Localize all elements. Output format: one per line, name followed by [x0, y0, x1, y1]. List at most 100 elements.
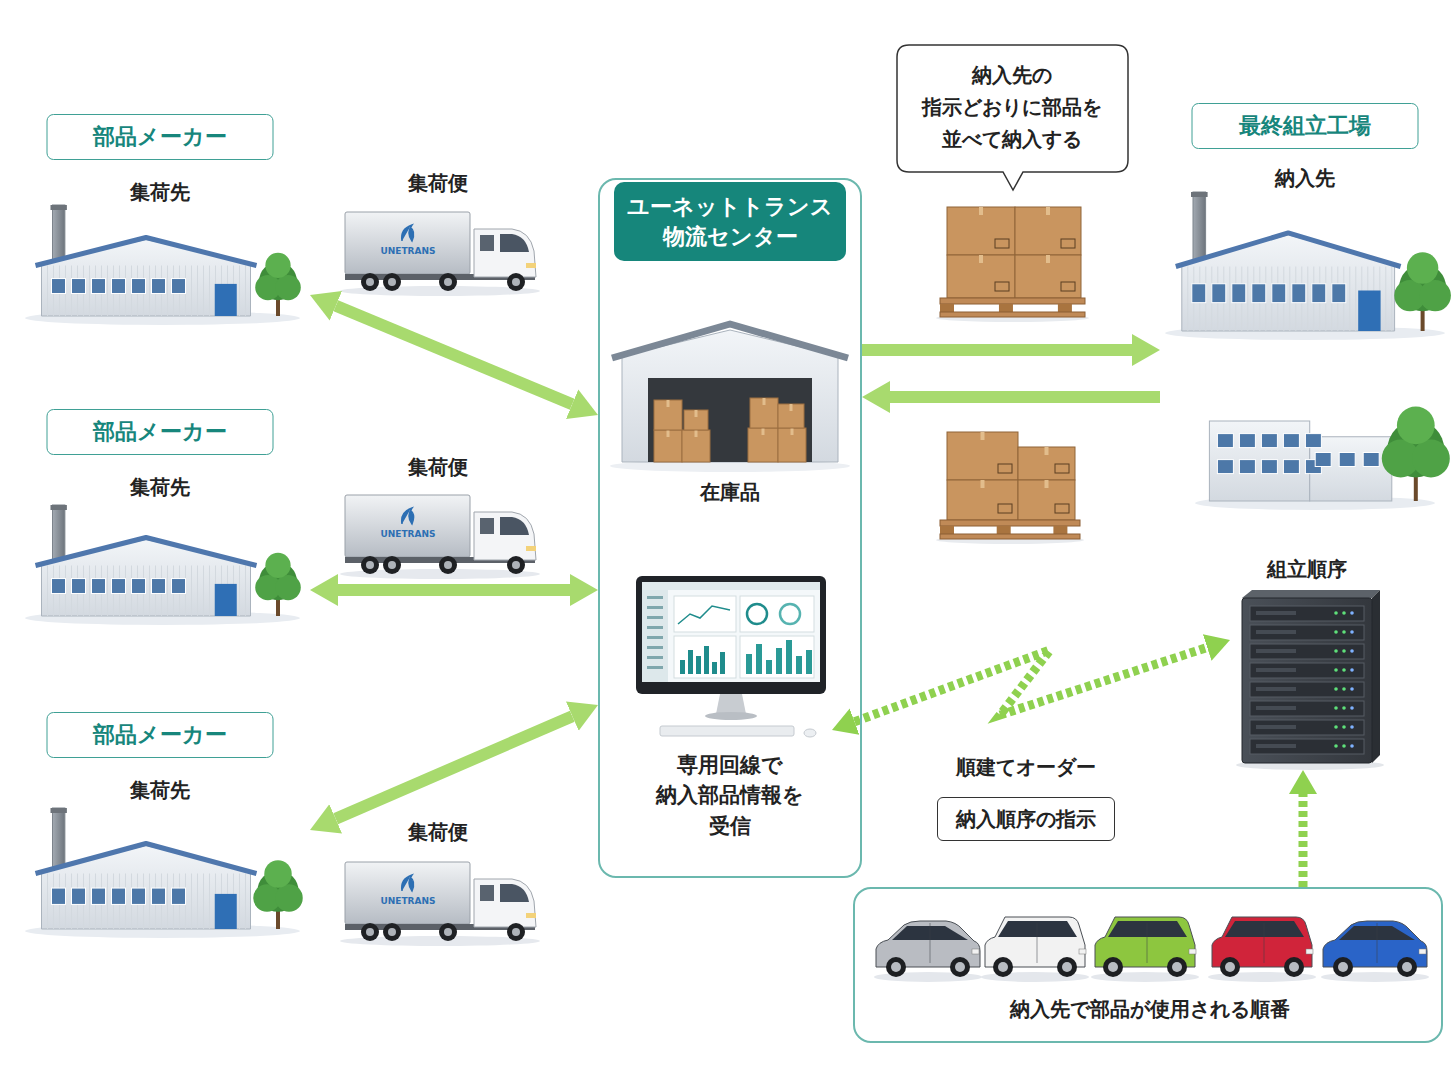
illustration-part — [47, 874, 48, 930]
illustration-part — [1256, 687, 1296, 691]
illustration-part — [1349, 267, 1350, 332]
illustration-part — [1250, 701, 1364, 716]
illustration-part — [191, 566, 192, 617]
illustration-part — [947, 480, 1018, 520]
illustration-part — [1332, 284, 1346, 303]
illustration-part — [647, 646, 663, 649]
illustration-part — [132, 279, 146, 294]
illustration-part — [1015, 255, 1081, 298]
illustration-part — [500, 234, 529, 252]
illustration-part — [786, 640, 792, 674]
heading-tag: 部品メーカー — [47, 409, 274, 455]
factory-illustration — [25, 205, 301, 325]
illustration-part — [762, 428, 765, 435]
illustration-part — [1103, 957, 1123, 977]
connector-arrow — [336, 306, 572, 404]
illustration-part — [740, 596, 814, 632]
illustration-part — [92, 279, 106, 294]
pallet-illustration — [936, 432, 1084, 544]
illustration-part — [197, 874, 198, 930]
connector-arrow — [338, 584, 570, 596]
illustration-part — [1250, 606, 1364, 621]
illustration-part — [1333, 957, 1353, 977]
illustration-part — [1350, 706, 1354, 710]
car-illustration — [1208, 917, 1316, 982]
illustration-part — [660, 726, 794, 736]
illustration-part — [748, 428, 778, 462]
illustration-part — [1256, 611, 1296, 615]
illustration-part — [345, 862, 470, 924]
illustration-part — [152, 888, 166, 904]
illustration-part — [444, 928, 452, 936]
illustration-part — [474, 879, 536, 927]
illustration-part — [674, 596, 736, 632]
illustration-part — [149, 266, 150, 317]
illustration-part — [239, 566, 240, 617]
illustration-part — [275, 575, 300, 600]
illustration-part — [1250, 720, 1364, 735]
illustration-part — [149, 874, 150, 930]
connector-arrow — [855, 647, 1208, 721]
illustration-part — [1342, 744, 1346, 748]
illustration-part — [1342, 649, 1346, 653]
illustration-part — [1256, 725, 1296, 729]
illustration-part — [1334, 725, 1338, 729]
illustration-part — [1334, 668, 1338, 672]
inventory: 在庫品 — [612, 312, 848, 512]
terminal: 専用回線で 納入部品情報を 受信 — [628, 568, 832, 847]
illustration-part — [1212, 284, 1226, 303]
connector-arrow — [1299, 794, 1308, 887]
factory-illustration — [1165, 192, 1451, 340]
illustration-part — [667, 430, 670, 437]
illustration-part — [191, 266, 192, 317]
illustration-part — [1372, 590, 1380, 763]
illustration-part — [1358, 291, 1380, 332]
illustration-part — [1250, 682, 1364, 697]
illustration-part — [950, 957, 970, 977]
illustration-part — [682, 430, 710, 462]
illustration-part — [361, 273, 379, 291]
illustration-part — [203, 266, 204, 317]
illustration-part — [480, 235, 494, 251]
assembly-plant: 最終組立工場納入先 — [1160, 98, 1448, 510]
pallet-illustration — [936, 207, 1089, 322]
illustration-part — [507, 273, 525, 291]
illustration-part — [1402, 962, 1412, 972]
illustration-part — [1217, 460, 1233, 474]
illustration-part — [940, 520, 1080, 526]
illustration-part — [678, 606, 730, 624]
illustration-part — [89, 566, 90, 617]
illustration-part — [647, 596, 663, 599]
illustration-part — [1264, 923, 1265, 963]
illustration-part — [1256, 630, 1296, 634]
illustration-part — [642, 590, 668, 682]
illustration-part — [507, 923, 525, 941]
illustration-part — [1018, 447, 1075, 480]
truck-label: 集荷便 — [408, 455, 468, 479]
illustration-part — [52, 579, 66, 594]
instruction-box: 納入順序の指示 — [937, 797, 1115, 841]
car-illustration — [874, 921, 982, 982]
illustration-part — [215, 284, 237, 316]
illustration-part — [107, 566, 108, 617]
illustration-part — [1225, 962, 1235, 972]
illustration-part — [1342, 706, 1346, 710]
truck-label: 集荷便 — [408, 820, 468, 844]
illustration-part — [1385, 267, 1386, 332]
illustration-part — [696, 656, 701, 674]
truck-logo: UNETRANS — [380, 529, 435, 540]
illustration-part — [791, 428, 794, 435]
illustration-part — [526, 913, 536, 918]
illustration-part — [1334, 611, 1338, 615]
illustration-part — [654, 400, 682, 430]
illustration-part — [1053, 526, 1067, 534]
illustration-part — [203, 874, 204, 930]
illustration-part — [930, 923, 931, 963]
illustration-part — [361, 556, 379, 574]
node-label: 集荷先 — [130, 475, 190, 499]
supplier-group: 部品メーカー集荷先 — [20, 405, 310, 623]
illustration-part — [36, 238, 257, 266]
illustration-part — [947, 255, 1015, 298]
illustration-part — [940, 304, 954, 312]
illustration-part — [1037, 923, 1038, 963]
